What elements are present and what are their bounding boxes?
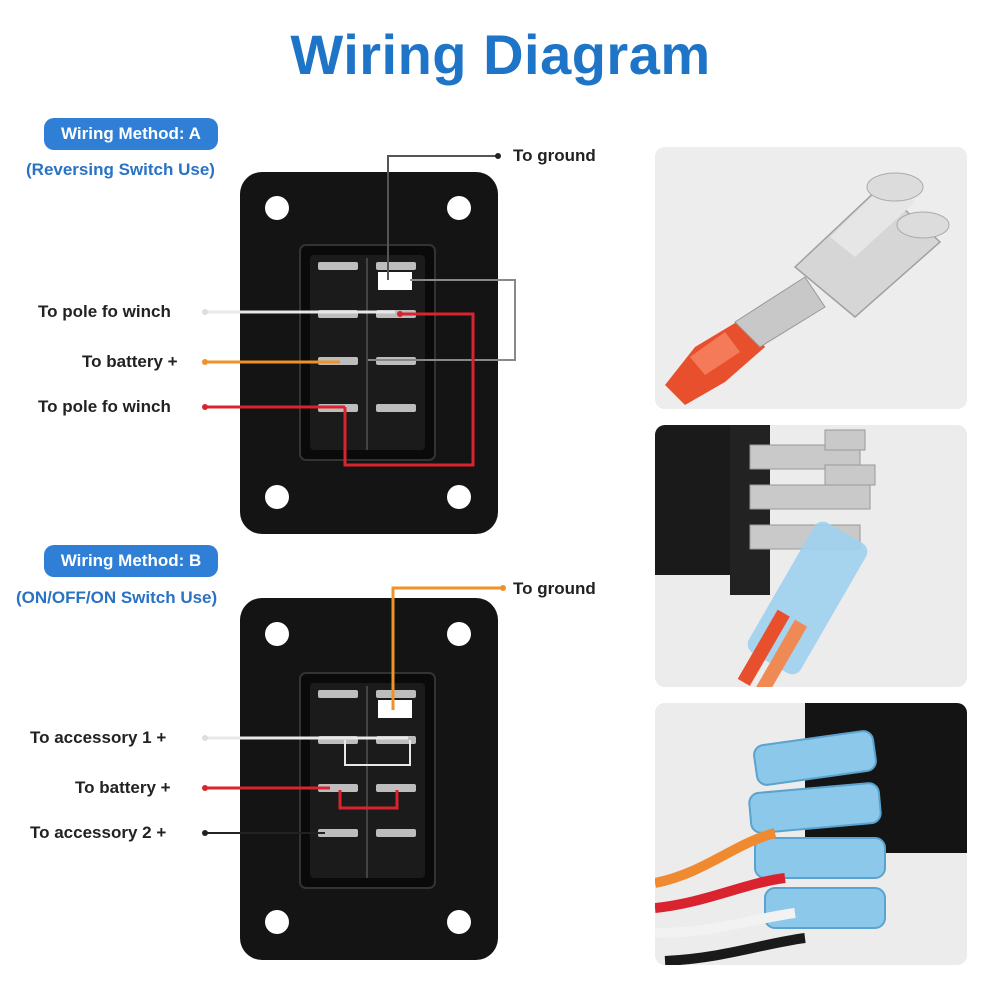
page-title: Wiring Diagram — [290, 23, 711, 86]
label-b-battery: To battery + — [75, 778, 171, 797]
photo-terminal-on-pins — [655, 425, 967, 687]
method-a-badge: Wiring Method: A — [44, 118, 218, 150]
label-a-winch-2: To pole fo winch — [38, 397, 171, 416]
label-b-accessory-2: To accessory 2 + — [30, 823, 167, 842]
label-a-winch-1: To pole fo winch — [38, 302, 171, 321]
label-b-accessory-1: To accessory 1 + — [30, 728, 167, 747]
method-b-subtitle: (ON/OFF/ON Switch Use) — [16, 588, 218, 607]
photo-connectors-with-wires — [655, 703, 967, 965]
label-a-battery: To battery + — [82, 352, 178, 371]
photo-spade-terminal — [655, 147, 967, 409]
label-b-ground: To ground — [513, 579, 596, 598]
method-b-badge: Wiring Method: B — [44, 545, 218, 577]
method-a-subtitle: (Reversing Switch Use) — [26, 160, 215, 179]
label-a-ground: To ground — [513, 146, 596, 165]
